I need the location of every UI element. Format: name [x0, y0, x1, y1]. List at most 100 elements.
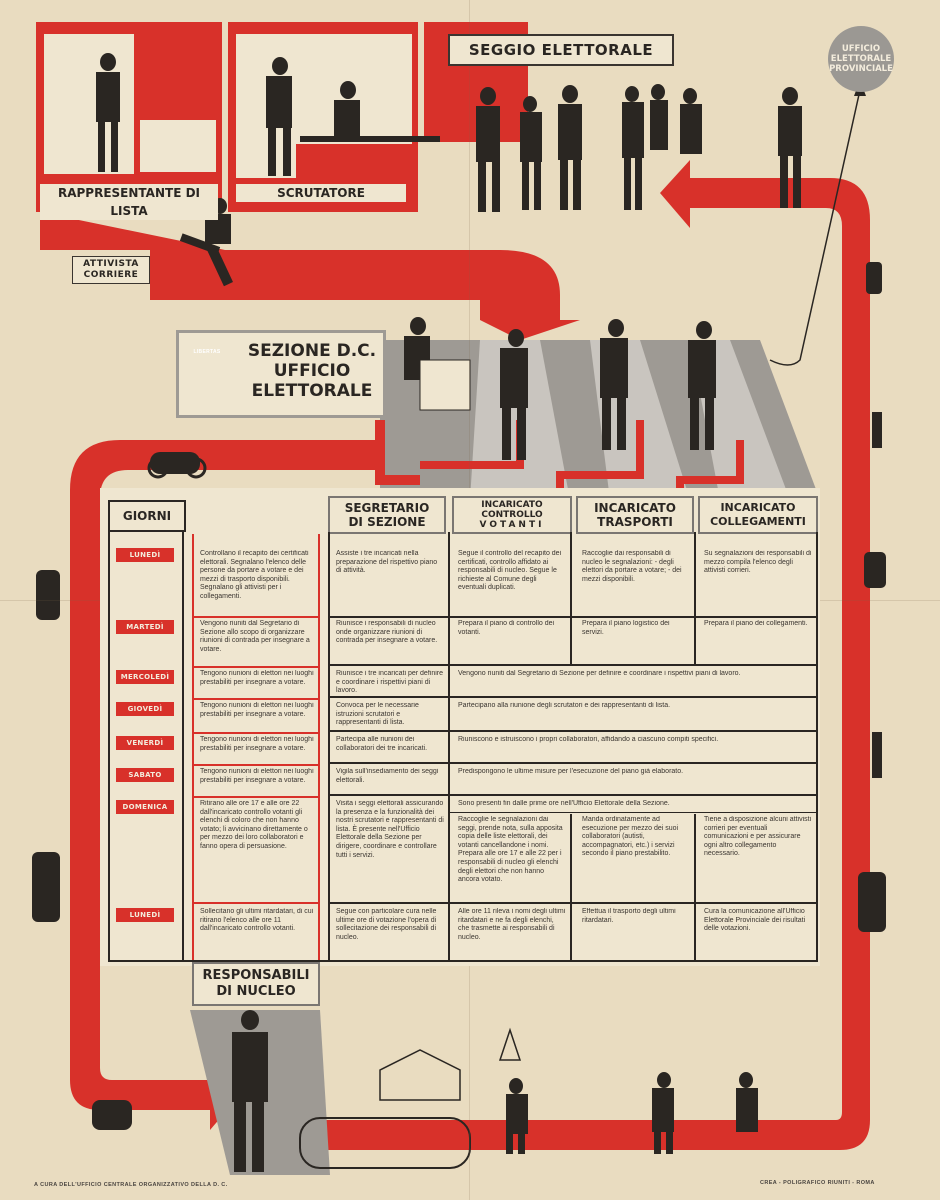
grid-left [108, 530, 110, 960]
sezione-title: SEZIONE D.C. UFFICIO ELETTORALE [245, 341, 379, 401]
resp-cell: Tengono riunioni di elettori nei luoghi … [200, 702, 314, 718]
trasporti-cell: Prepara il piano logistico dei servizi. [582, 620, 670, 636]
header-controllo-line1: INCARICATO [481, 500, 543, 510]
grid-bottom [108, 960, 818, 962]
segretario-cell: Vigila sull'insediamento dei seggi elett… [336, 768, 439, 784]
collegamenti-cell: Tiene a disposizione alcuni attivisti co… [704, 816, 812, 858]
day-sabato: SABATO [116, 768, 174, 782]
merged-domenica: Sono presenti fin dalle prime ore nell'U… [458, 800, 670, 807]
controllo-cell: Raccoglie le segnalazioni dai seggi, pre… [458, 816, 563, 884]
header-trasporti-line1: INCARICATO [594, 501, 676, 515]
grid-right [816, 532, 818, 960]
trasporti-cell: Effettua il trasporto degli ultimi ritar… [582, 908, 676, 924]
responsabili-label: RESPONSABILI DI NUCLEO [192, 962, 320, 1006]
figures-bottom [92, 1010, 758, 1172]
figures-top [96, 53, 802, 287]
resp-cell: Controllano il recapito dei certificati … [200, 550, 309, 600]
table-background [100, 488, 820, 966]
responsabili-line1: RESPONSABILI [202, 968, 310, 983]
row-sep [328, 794, 818, 796]
controllo-cell: Prepara il piano di controllo dei votant… [458, 620, 555, 636]
trasporti-cell: Raccoglie dai responsabili di nucleo le … [582, 550, 682, 583]
row-sep [450, 812, 818, 813]
footer-right: CREA - POLIGRAFICO RIUNITI - ROMA [760, 1180, 875, 1186]
row-sep [192, 764, 320, 766]
header-collegamenti-line2: COLLEGAMENTI [710, 515, 806, 528]
row-sep [192, 732, 320, 734]
sezione-line2: UFFICIO [273, 361, 351, 381]
row-sep [328, 616, 818, 618]
giorni-header: GIORNI [108, 500, 186, 532]
sezione-box: LIBERTAS SEZIONE D.C. UFFICIO ELETTORALE [176, 330, 386, 418]
footer-left: A CURA DELL'UFFICIO CENTRALE ORGANIZZATI… [34, 1182, 228, 1188]
merged-giovedi: Partecipano alla riunione degli scrutato… [458, 702, 671, 709]
resp-cell: Vengono riuniti dal Segretario di Sezion… [200, 620, 310, 653]
grid-ctrl-right [570, 532, 572, 664]
segretario-cell: Segue con particolare cura nelle ultime … [336, 908, 437, 941]
row-sep [192, 666, 320, 668]
resp-cell: Ritirano alle ore 17 e alle ore 22 dall'… [200, 800, 308, 850]
grid-resp-left [192, 534, 194, 960]
resp-cell: Tengono riunioni di elettori nei luoghi … [200, 736, 314, 752]
row-sep [192, 796, 320, 798]
sezione-line3: ELETTORALE [251, 381, 373, 401]
row-sep [192, 698, 320, 700]
merged-mercoledi: Vengono riuniti dal Segretario di Sezion… [458, 670, 741, 677]
attivista-corriere-label: ATTIVISTA CORRIERE [72, 256, 150, 284]
grid-trasp-right-b [694, 814, 696, 960]
row-sep [328, 762, 818, 764]
segretario-cell: Riunisce i responsabili di nucleo onde o… [336, 620, 438, 645]
header-collegamenti-line1: INCARICATO [720, 501, 796, 514]
collegamenti-cell: Cura la comunicazione all'Ufficio Eletto… [704, 908, 806, 933]
header-trasporti-line2: TRASPORTI [597, 515, 673, 529]
grid-giorni-right [182, 530, 184, 960]
attivista-line2: CORRIERE [83, 270, 139, 280]
attivista-line1: ATTIVISTA [83, 259, 139, 269]
merged-venerdi: Riuniscono e istruiscono i propri collab… [458, 736, 719, 743]
merged-sabato: Predispongono le ultime misure per l'ese… [458, 768, 684, 775]
collegamenti-cell: Su segnalazioni dei responsabili di mezz… [704, 550, 812, 575]
row-sep [328, 730, 818, 732]
figures-sides [32, 262, 886, 932]
row-sep [328, 664, 818, 666]
segretario-cell: Assiste i tre incaricati nella preparazi… [336, 550, 438, 575]
day-lunedi: LUNEDÌ [116, 548, 174, 562]
figures-sezione [147, 317, 716, 479]
day-martedi: MARTEDÌ [116, 620, 174, 634]
grid-resp-right [318, 534, 320, 960]
resp-cell: Tengono riunioni di elettori nei luoghi … [200, 768, 314, 784]
grid-ctrl-right-b [570, 814, 572, 960]
responsabili-line2: DI NUCLEO [216, 984, 296, 999]
segretario-cell: Convoca per le necessarie istruzioni scr… [336, 702, 419, 727]
header-controllo: INCARICATO CONTROLLO VOTANTI [452, 496, 572, 534]
day-venerdi: VENERDÌ [116, 736, 174, 750]
row-sep [192, 616, 320, 618]
controllo-cell: Segue il controllo del recapito dei cert… [458, 550, 562, 592]
ufficio-provinciale-badge: UFFICIO ELETTORALE PROVINCIALE [828, 26, 894, 92]
header-controllo-line3: VOTANTI [479, 520, 545, 530]
rappresentante-label: RAPPRESENTANTE DI LISTA [40, 184, 218, 220]
scrutatore-label: SCRUTATORE [236, 184, 406, 202]
ufficio-line1: UFFICIO [841, 44, 881, 54]
row-sep [328, 696, 818, 698]
segretario-cell: Riunisce i tre incaricati per definire e… [336, 670, 443, 694]
shield-text: LIBERTAS [193, 349, 221, 355]
resp-cell: Tengono riunioni di elettori nei luoghi … [200, 670, 314, 686]
day-mercoledi: MERCOLEDÌ [116, 670, 174, 684]
day-lunedi-2: LUNEDÌ [116, 908, 174, 922]
row-sep [328, 902, 818, 904]
red-arrow-seggio [150, 250, 580, 340]
day-giovedi: GIOVEDÌ [116, 702, 174, 716]
segretario-cell: Visita i seggi elettorali assicurando la… [336, 800, 444, 859]
header-segretario-line2: DI SEZIONE [348, 515, 426, 529]
resp-cell: Sollecitano gli ultimi ritardatari, di c… [200, 908, 314, 933]
grid-seg-left [328, 532, 330, 960]
sezione-line1: SEZIONE D.C. [247, 341, 377, 361]
day-domenica: DOMENICA [116, 800, 174, 814]
header-controllo-line2: CONTROLLO [481, 510, 543, 520]
header-collegamenti: INCARICATO COLLEGAMENTI [698, 496, 818, 534]
schedule-table: GIORNI SEGRETARIO DI SEZIONE INCARICATO … [100, 488, 820, 966]
row-sep [192, 902, 320, 904]
